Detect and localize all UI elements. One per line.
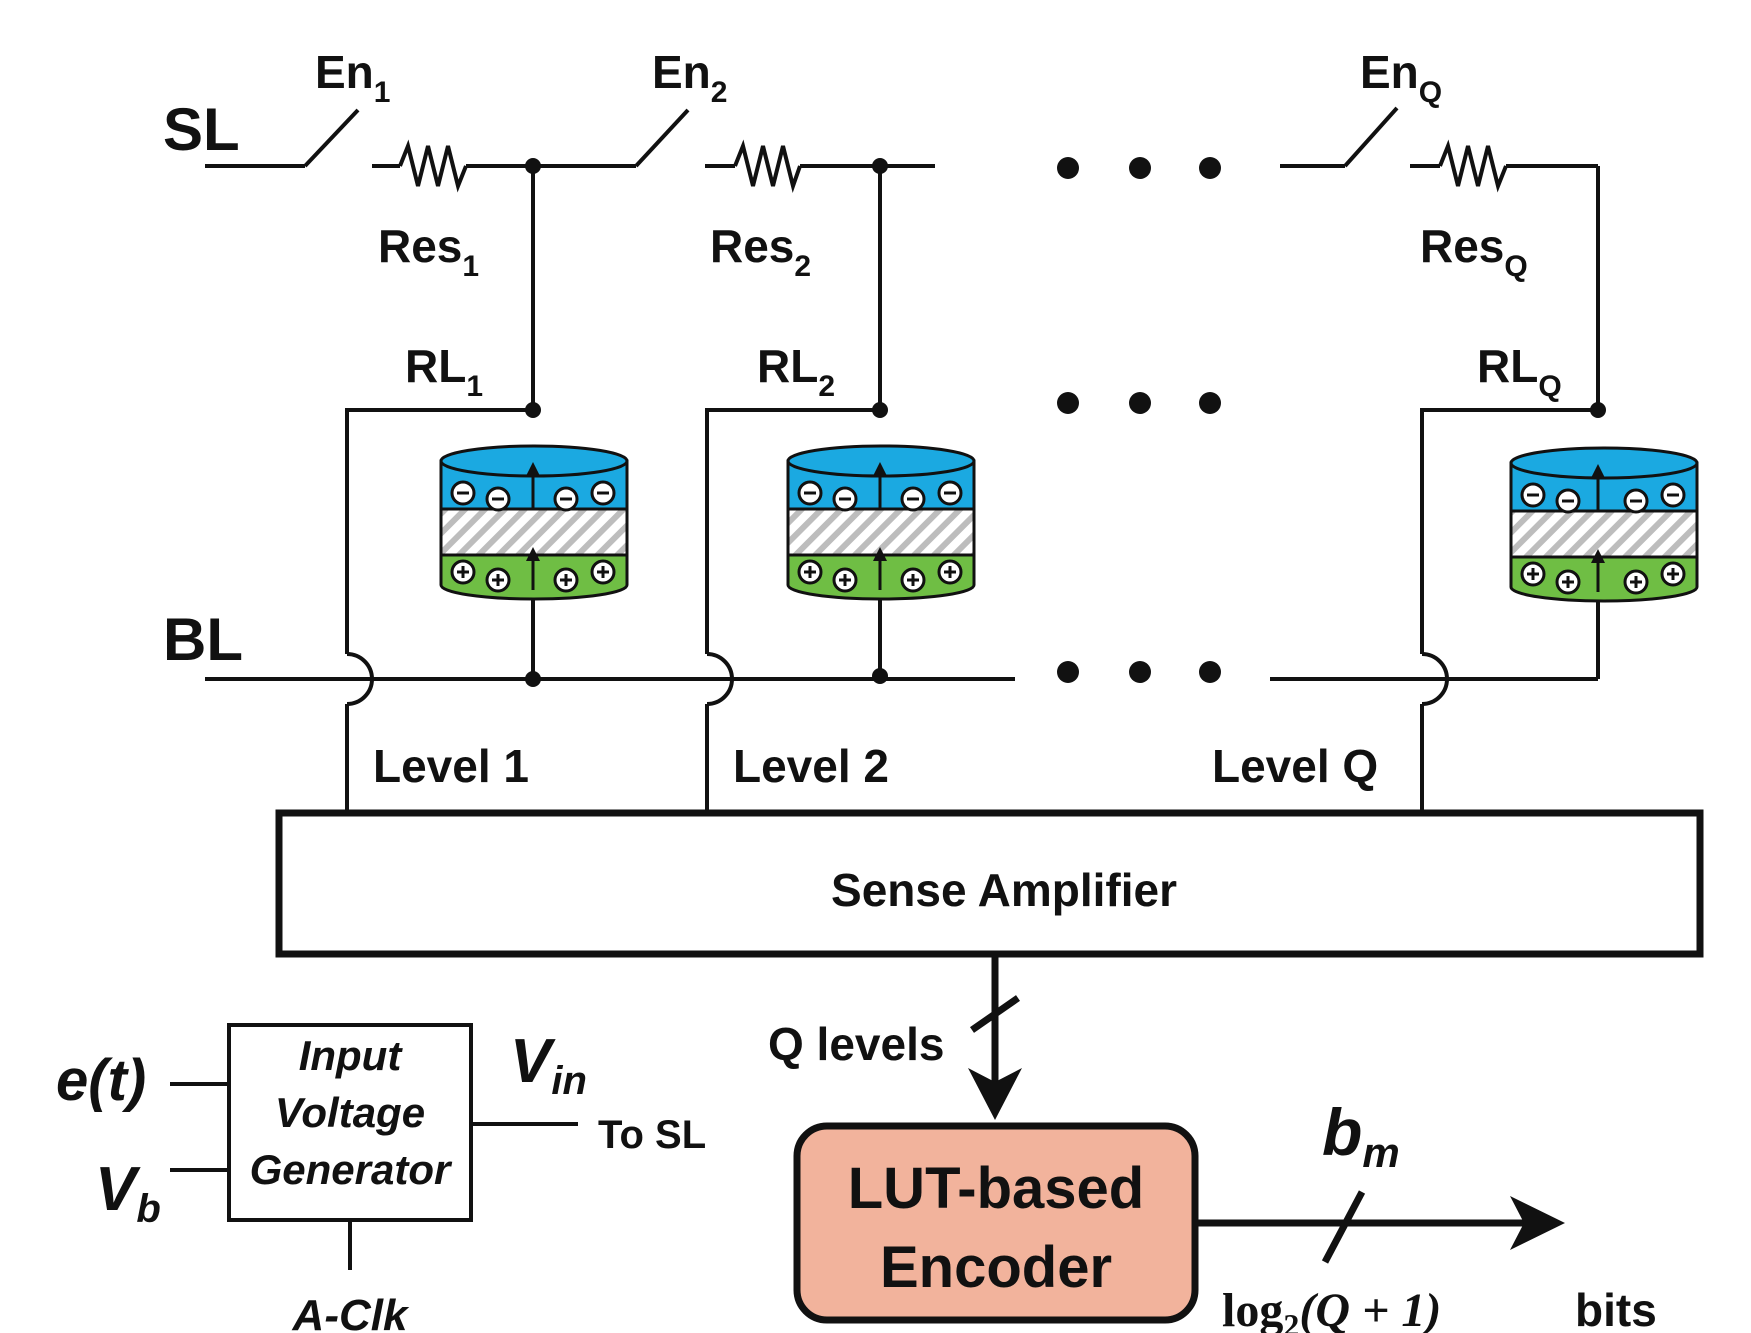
svg-text:Res2: Res2 [710, 220, 811, 283]
vb-label: Vb [95, 1155, 161, 1231]
output-arrow [1198, 1190, 1565, 1264]
polarization-arrow-icons [873, 462, 887, 590]
sense-amplifier-block: Sense Amplifier [275, 809, 1704, 958]
positive-charge-icons [1520, 561, 1686, 595]
polarization-arrow-icons [1591, 464, 1605, 592]
encoder-label-line1: LUT-based [848, 1156, 1145, 1221]
bl-label: BL [163, 606, 243, 673]
bm-label: bm [1322, 1095, 1400, 1176]
svg-text:log2(Q + 1): log2(Q + 1) [1222, 1284, 1441, 1333]
negative-charge-icons [1520, 482, 1686, 514]
svg-text:En1: En1 [315, 46, 390, 109]
resistor-label-1: Res1 [378, 220, 479, 283]
svg-text:bits: bits [1575, 1284, 1657, 1333]
svg-text:Generator: Generator [250, 1146, 453, 1193]
cell-drop-wires [525, 158, 888, 410]
svg-text:Vb: Vb [95, 1155, 161, 1231]
memory-cell-1 [439, 444, 629, 601]
positive-charge-icons [797, 559, 963, 593]
q-levels-label: Q levels [768, 1018, 944, 1070]
sense-amplifier-label: Sense Amplifier [831, 864, 1177, 916]
sl-label: SL [163, 96, 240, 163]
generator-wires [170, 1082, 578, 1270]
svg-text:Voltage: Voltage [275, 1089, 425, 1136]
et-label: e(t) [56, 1048, 146, 1113]
memory-cell-q [1509, 446, 1699, 603]
vin-label: Vin [510, 1027, 587, 1103]
sl-wire [205, 106, 1600, 410]
memory-cell-2 [786, 444, 976, 601]
level-label-1: Level 1 [373, 740, 529, 792]
input-voltage-generator-block: Input Voltage Generator [227, 1023, 473, 1222]
negative-charge-icons [797, 480, 963, 512]
svg-text:RLQ: RLQ [1477, 340, 1562, 403]
svg-text:ResQ: ResQ [1420, 220, 1528, 283]
svg-text:En2: En2 [652, 46, 727, 109]
clock-label: A-Clk [292, 1291, 410, 1333]
bl-ellipsis [1057, 661, 1221, 683]
svg-text:RL1: RL1 [405, 340, 483, 403]
level-label-q: Level Q [1212, 740, 1378, 792]
resistor-label-2: Res2 [710, 220, 811, 283]
negative-charge-icons [450, 480, 616, 512]
rl-label-2: RL2 [757, 340, 835, 403]
resistor-label-q: ResQ [1420, 220, 1528, 283]
rl-label-q: RLQ [1477, 340, 1562, 403]
sl-ellipsis [1057, 157, 1221, 179]
enable-label-q: EnQ [1360, 46, 1442, 109]
encoder-label-line2: Encoder [880, 1235, 1112, 1300]
positive-charge-icons [450, 559, 616, 593]
svg-text:Res1: Res1 [378, 220, 479, 283]
polarization-arrow-icons [526, 462, 540, 590]
svg-text:RL2: RL2 [757, 340, 835, 403]
bl-wire [205, 600, 1600, 687]
bits-label: log2(Q + 1) bits [1222, 1284, 1657, 1333]
svg-text:Input: Input [299, 1032, 404, 1079]
to-sl-label: To SL [598, 1113, 706, 1157]
q-level-bus [968, 957, 1022, 1120]
svg-text:Vin: Vin [510, 1027, 587, 1103]
lut-encoder-block: LUT-based Encoder [793, 1122, 1199, 1324]
svg-text:bm: bm [1322, 1095, 1400, 1176]
enable-label-1: En1 [315, 46, 390, 109]
rl-ellipsis [1057, 392, 1221, 414]
rl-label-1: RL1 [405, 340, 483, 403]
enable-label-2: En2 [652, 46, 727, 109]
level-label-2: Level 2 [733, 740, 889, 792]
svg-text:EnQ: EnQ [1360, 46, 1442, 109]
